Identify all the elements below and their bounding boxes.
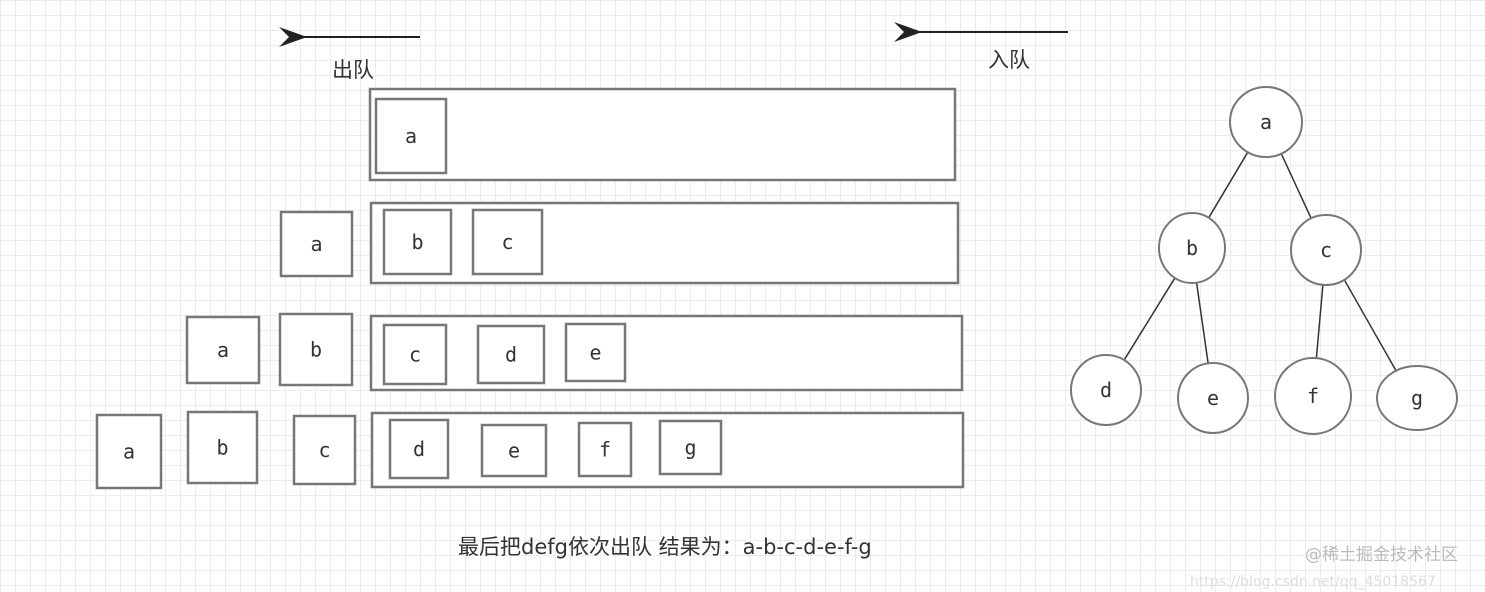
dequeued-node-a: a	[95, 413, 163, 490]
tree-edge-a-b	[1208, 151, 1249, 219]
box-label: a	[405, 124, 417, 148]
tree-node-label: b	[1186, 236, 1198, 260]
tree-edge-c-g	[1343, 279, 1397, 372]
queued-node-e: e	[564, 322, 627, 383]
dequeued-node-a: a	[185, 315, 261, 385]
queued-node-c: c	[382, 323, 448, 386]
box-label: e	[589, 341, 601, 365]
box-label: c	[409, 343, 421, 367]
queued-node-f: f	[577, 421, 633, 478]
watermark-url: https://blog.csdn.net/qq_45018567	[1190, 574, 1436, 590]
queue-step-1: a	[368, 87, 957, 182]
queued-node-g: g	[658, 419, 723, 476]
box-label: b	[411, 230, 423, 254]
tree-node-label: d	[1100, 378, 1112, 402]
box-label: c	[501, 230, 513, 254]
box-label: b	[310, 338, 322, 362]
queued-node-e: e	[480, 423, 548, 478]
queue-container	[369, 314, 964, 392]
queue-container	[368, 87, 957, 182]
box-label: d	[413, 437, 425, 461]
tree-edge-b-e	[1195, 282, 1209, 364]
tree-node-label: g	[1411, 386, 1423, 410]
dequeue-label: 出队	[332, 58, 374, 82]
queued-node-a: a	[374, 97, 448, 175]
box-label: e	[508, 439, 520, 463]
result-caption: 最后把defg依次出队 结果为：a-b-c-d-e-f-g	[458, 535, 872, 559]
tree-node-g: g	[1376, 365, 1458, 431]
tree-node-e: e	[1177, 362, 1249, 434]
box-label: b	[216, 436, 228, 460]
box-label: a	[310, 232, 322, 256]
queued-node-d: d	[476, 324, 546, 385]
tree-node-b: b	[1158, 212, 1226, 284]
tree-node-label: f	[1307, 384, 1319, 408]
tree-node-label: e	[1207, 386, 1219, 410]
tree-node-a: a	[1229, 86, 1303, 158]
tree-edge-b-d	[1123, 277, 1176, 361]
tree-node-f: f	[1274, 357, 1352, 435]
box-label: a	[123, 440, 135, 464]
tree-edge-a-c	[1280, 153, 1312, 219]
tree-edges	[1123, 151, 1397, 372]
queued-node-c: c	[471, 208, 544, 276]
tree-node-label: c	[1320, 238, 1332, 262]
dequeued-node-b: b	[278, 312, 354, 387]
box-label: d	[505, 343, 517, 367]
box-label: g	[684, 436, 696, 460]
dequeued-node-a: a	[279, 210, 354, 278]
queue-container	[369, 201, 960, 285]
enqueue-label: 入队	[988, 48, 1030, 72]
tree-node-d: d	[1070, 354, 1142, 426]
queued-node-b: b	[382, 208, 453, 276]
dequeued-node-b: b	[186, 410, 259, 485]
box-label: f	[599, 438, 611, 462]
dequeued-node-c: c	[292, 414, 357, 486]
tree-edge-c-f	[1315, 284, 1324, 359]
watermark-brand: @稀土掘金技术社区	[1305, 545, 1458, 565]
queued-node-d: d	[388, 418, 450, 480]
box-label: c	[318, 438, 330, 462]
tree-node-label: a	[1260, 110, 1272, 134]
box-label: a	[217, 338, 229, 362]
tree-node-c: c	[1290, 214, 1362, 286]
